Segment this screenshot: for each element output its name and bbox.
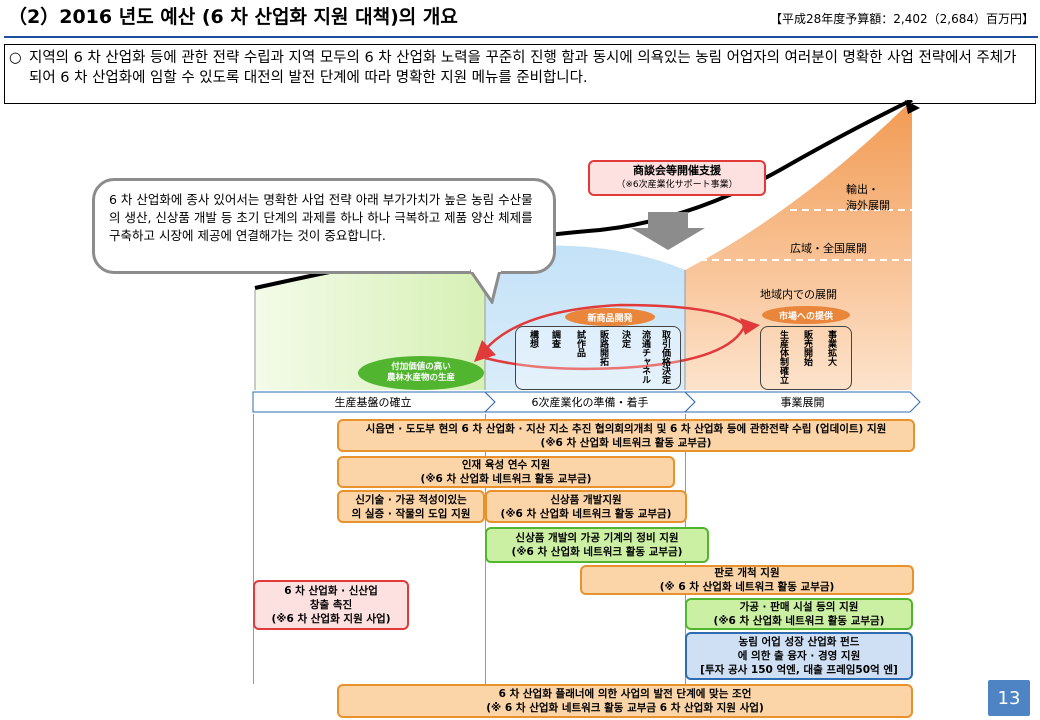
region-expansion — [685, 100, 912, 390]
support-product-dev-box: 신상품 개발지원 (※6 차 산업화 네트워크 활동 교부금) — [485, 490, 687, 523]
support-newtech-box: 신기술 · 가공 적성이있는 의 실증 · 작물의 도입 지원 — [337, 490, 485, 523]
support-line: 신상품 개발지원 — [550, 493, 622, 506]
export-label: 輸出・ 海外展開 — [846, 183, 890, 212]
step-label: 事業拡大 — [826, 330, 836, 366]
support-new-industry-box: 6 차 산업화 · 신산업 창출 촉진 (※6 차 산업화 지원 사업) — [253, 580, 409, 630]
step-label: 流通チャネル — [640, 330, 650, 384]
page-title: （2）2016 년도 예산 (6 차 산업화 지원 대책)의 개요 — [8, 6, 458, 28]
speech-bubble: 6 차 산업화에 종사 있어서는 명확한 사업 전략 아래 부가가치가 높은 농… — [92, 178, 556, 274]
high-value-oval: 付加価値の高い 農林水産物の生産 — [358, 356, 484, 390]
support-line: 인재 육성 연수 지원 — [461, 459, 551, 471]
step-label: 構想 — [528, 330, 538, 348]
speech-bubble-text: 6 차 산업화에 종사 있어서는 명확한 사업 전략 아래 부가가치가 높은 농… — [109, 192, 533, 243]
budget-label: 【平成28年度予算額：2,402（2,684）百万円】 — [770, 12, 1034, 26]
market-oval: 市場への提供 — [762, 306, 850, 324]
support-planner-box: 6 차 산업화 플래너에 의한 사업의 발전 단계에 맞는 조언 (※ 6 차 … — [337, 684, 913, 718]
support-line: (※6 차 산업화 지원 사업) — [271, 613, 391, 625]
title-divider — [4, 36, 1038, 38]
region-production — [255, 250, 485, 390]
support-line: 6 차 산업화 · 신산업 — [284, 585, 378, 597]
high-value-label: 付加価値の高い 農林水産物の生産 — [386, 362, 455, 383]
support-line: 신상품 개발의 가공 기계의 정비 지원 — [515, 532, 679, 544]
support-line: 시읍면 · 도도부 현의 6 차 산업화 · 지산 지소 추진 협의회의개최 및… — [365, 422, 887, 435]
intro-text: 지역의 6 차 산업화 등에 관한 전략 수립과 지역 모두의 6 차 산업화 … — [29, 50, 1017, 86]
step-label: 試作品 — [575, 330, 585, 357]
support-line: 판로 개척 지원 — [714, 567, 780, 579]
step-label: 販路開拓 — [598, 330, 608, 366]
step-label: 決定 — [620, 330, 630, 348]
support-line: 농림 어업 성장 산업화 펀드 — [738, 636, 860, 648]
page-number: 13 — [988, 680, 1030, 716]
support-line: 의 실증 · 작물의 도입 지원 — [351, 507, 471, 520]
phase-production: 生産基盤の確立 — [334, 396, 412, 409]
support-line: (※6 차 산업화 네트워크 활동 교부금) — [540, 436, 712, 449]
support-sales-channel-box: 판로 개척 지원 (※ 6 차 산업화 네트워크 활동 교부금) — [580, 565, 914, 595]
support-fund-box: 농림 어업 성장 산업화 펀드 에 의한 출 융자 · 경영 지원 [투자 공사… — [685, 632, 913, 680]
step-label: 販売開始 — [802, 330, 812, 366]
guide-line — [253, 414, 254, 684]
preparation-steps-box — [515, 326, 681, 390]
market-label: 市場への提供 — [778, 311, 833, 322]
bullet-icon: ○ — [9, 50, 22, 66]
support-line: 신기술 · 가공 적성이있는 — [355, 493, 467, 506]
support-facility-box: 가공 · 판매 시설 등의 지원 (※6 차 산업화 네트워크 활동 교부금) — [685, 598, 913, 630]
phase-arrow-bar — [252, 391, 921, 413]
step-label: 調査 — [550, 330, 560, 348]
support-line: (※ 6 차 산업화 네트워크 활동 교부금) — [659, 581, 835, 593]
support-training-box: 인재 육성 연수 지원 (※6 차 산업화 네트워크 활동 교부금) — [337, 456, 675, 488]
support-line: (※6 차 산업화 네트워크 활동 교부금) — [713, 615, 885, 627]
event-support-title: 商談会等開催支援 — [633, 164, 721, 177]
down-arrow — [631, 212, 705, 250]
growth-curve-diagram — [254, 100, 920, 390]
intro-box: ○ 지역의 6 차 산업화 등에 관한 전략 수립과 지역 모두의 6 차 산업… — [4, 44, 1036, 104]
support-line: 에 의한 출 융자 · 경영 지원 — [737, 650, 861, 662]
nationwide-label: 広域・全国展開 — [790, 242, 867, 255]
phase-expansion: 事業展開 — [780, 396, 825, 409]
support-line: (※ 6 차 산업화 네트워크 활동 교부금 6 차 산업화 지원 사업) — [486, 702, 764, 714]
event-support-sub: （※6次産業化サポート事業） — [616, 180, 738, 190]
step-label: 取引価格決定 — [660, 330, 670, 384]
support-machinery-box: 신상품 개발의 가공 기계의 정비 지원 (※6 차 산업화 네트워크 활동 교… — [485, 527, 709, 563]
expansion-steps-box — [760, 326, 852, 390]
support-line: 6 차 산업화 플래너에 의한 사업의 발전 단계에 맞는 조언 — [498, 688, 752, 700]
phase-preparation: 6次産業化の準備・着手 — [531, 396, 649, 409]
support-line: [투자 공사 150 억엔, 대출 프레임50억 엔] — [700, 664, 898, 676]
step-label: 生産体制確立 — [778, 330, 788, 384]
support-line: 가공 · 판매 시설 등의 지원 — [739, 601, 859, 613]
support-strategy-box: 시읍면 · 도도부 현의 6 차 산업화 · 지산 지소 추진 협의회의개최 및… — [337, 419, 915, 452]
regional-label: 地域内での展開 — [760, 288, 837, 301]
event-support-box: 商談会等開催支援 （※6次産業化サポート事業） — [588, 160, 766, 196]
support-line: (※6 차 산업화 네트워크 활동 교부금) — [500, 507, 672, 520]
new-product-label: 新商品開発 — [587, 313, 633, 324]
support-line: (※6 차 산업화 네트워크 활동 교부금) — [511, 546, 683, 558]
support-line: (※6 차 산업화 네트워크 활동 교부금) — [420, 473, 592, 485]
support-line: 창출 촉진 — [309, 599, 353, 611]
new-product-oval: 新商品開発 — [565, 308, 655, 326]
bubble-tail-icon — [470, 268, 502, 304]
